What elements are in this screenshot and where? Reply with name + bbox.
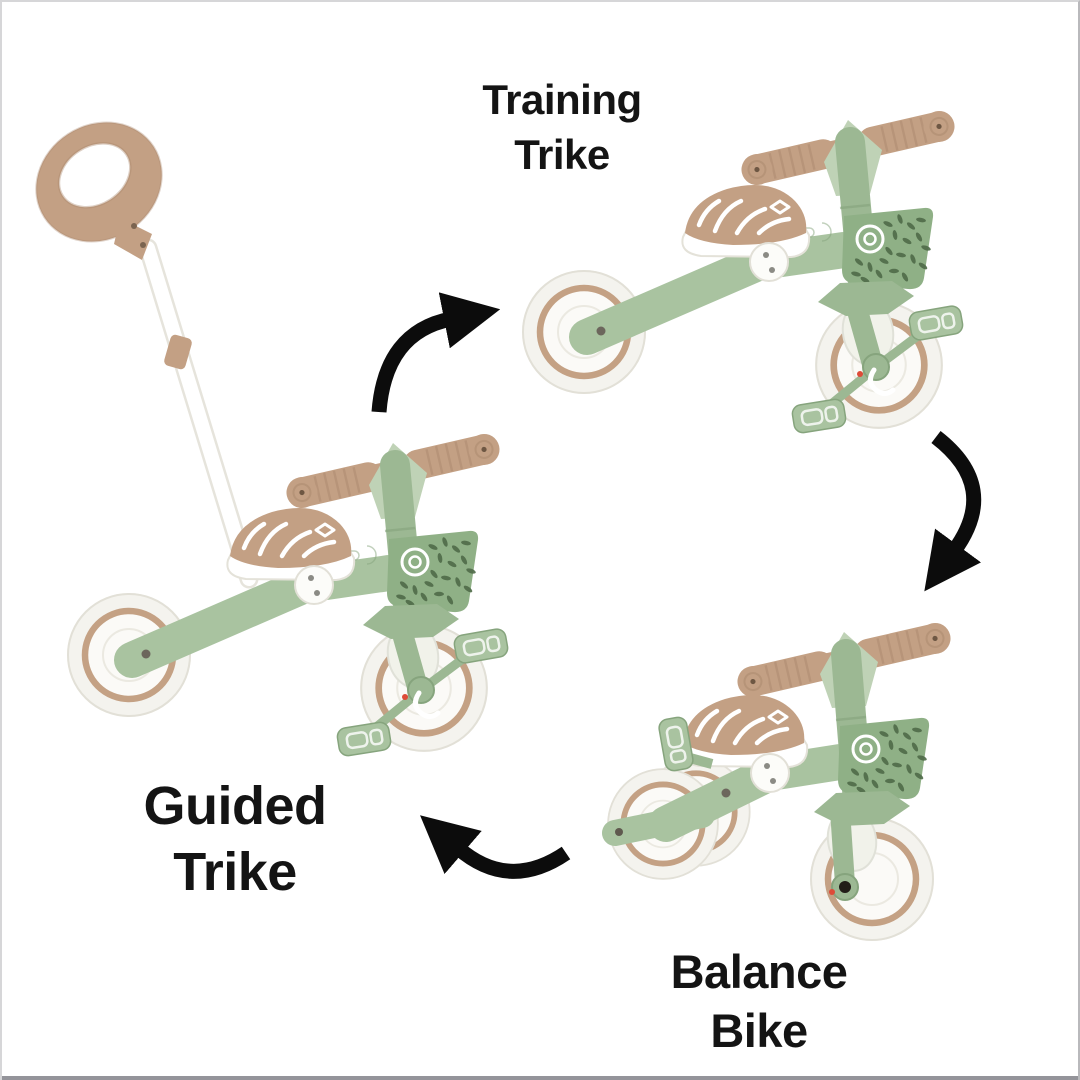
- image-bottom-border: [2, 1076, 1078, 1080]
- guided-trike-label-line1: Guided: [143, 776, 328, 836]
- push-handle: [35, 121, 259, 589]
- training-trike-label-line2: Trike: [514, 131, 610, 179]
- arrow-guided-to-training-icon: [371, 292, 501, 413]
- arrow-training-to-balance-icon: [924, 431, 982, 592]
- balance-bike-figure: [602, 620, 953, 941]
- guided-trike-label-line2: Trike: [173, 841, 297, 902]
- balance-bike-label: Balance Bike: [619, 942, 899, 1060]
- balance-bike-label-line1: Balance: [670, 945, 848, 998]
- training-trike-label-line1: Training: [482, 76, 642, 123]
- training-trike-label: Training Trike: [422, 72, 702, 183]
- guided-trike-label: Guided Trike: [95, 774, 375, 906]
- guided-trike-figure: [35, 121, 509, 757]
- arrow-balance-to-guided-icon: [420, 815, 571, 879]
- balance-bike-label-line2: Bike: [710, 1004, 808, 1058]
